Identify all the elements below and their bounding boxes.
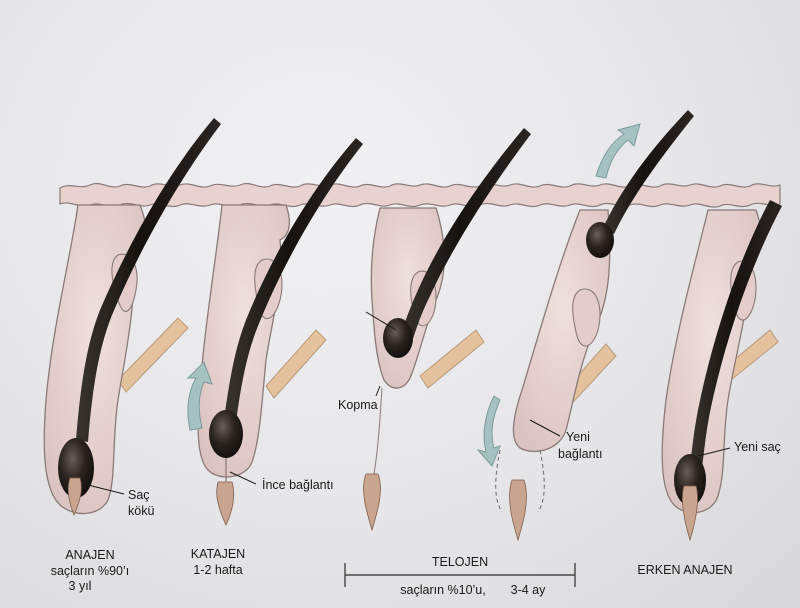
callout-yeni-baglanti-line1: Yeni xyxy=(566,430,590,444)
down-arrow-icon xyxy=(476,395,501,467)
callout-leader-lines xyxy=(83,311,731,495)
telojen-new-sheath xyxy=(512,209,611,453)
follicle-telojen-shed xyxy=(363,128,531,532)
telojen-strand xyxy=(373,387,383,475)
katajen-hair-shaft xyxy=(224,138,363,422)
telojen-new-gland xyxy=(572,288,601,347)
follicle-katajen xyxy=(186,138,363,526)
telojen-new-rising-hair xyxy=(602,110,694,234)
stage-erken-anajen-name: ERKEN ANAJEN xyxy=(637,563,733,577)
up-arrow-icon xyxy=(595,123,641,179)
erken-new-hair xyxy=(690,200,782,468)
callout-yeni-baglanti-line2: bağlantı xyxy=(558,447,603,461)
leader-yeni-sac xyxy=(697,447,731,457)
telojen-papilla xyxy=(363,473,381,532)
anajen-bulb xyxy=(58,438,94,498)
stage-telojen-line1: saçların %10’u, xyxy=(400,583,486,597)
anajen-papilla xyxy=(67,477,82,517)
telojen-club-bulb xyxy=(383,318,413,358)
telojen-new-papilla xyxy=(509,479,527,542)
telojen-muscle xyxy=(419,329,485,389)
leader-kopma-top xyxy=(365,311,397,331)
katajen-bulb xyxy=(209,410,243,458)
leader-kopma xyxy=(375,385,381,397)
anajen-muscle xyxy=(117,317,189,393)
callout-kopma: Kopma xyxy=(338,398,378,412)
stage-anajen-line1: saçların %90’ı xyxy=(50,564,130,578)
stage-katajen-line1: 1-2 hafta xyxy=(193,563,243,577)
stage-telojen-name: TELOJEN xyxy=(431,555,489,569)
leader-yeni-baglanti xyxy=(529,419,561,437)
anajen-hair-shaft xyxy=(76,118,221,442)
follicle-erken-anajen xyxy=(661,200,782,542)
leader-sac-koku xyxy=(83,483,125,495)
erken-papilla xyxy=(682,485,698,542)
telojen-new-dashed-outline xyxy=(495,449,545,513)
telojen-bracket xyxy=(344,563,576,587)
callout-yeni-sac: Yeni saç xyxy=(734,440,781,454)
follicle-anajen xyxy=(43,118,221,517)
callout-sac-koku-line2: kökü xyxy=(128,504,155,518)
stage-anajen-line2: 3 yıl xyxy=(68,579,92,593)
follicle-telojen-new xyxy=(476,110,694,542)
callout-ince-baglanti: İnce bağlantı xyxy=(262,478,334,492)
katajen-muscle xyxy=(265,329,327,399)
katajen-papilla xyxy=(216,481,234,526)
telojen-new-club-bulb xyxy=(586,222,614,258)
stage-katajen-name: KATAJEN xyxy=(190,547,246,561)
callout-sac-koku-line1: Saç xyxy=(128,488,150,502)
erken-bulb xyxy=(674,454,706,506)
stage-anajen-name: ANAJEN xyxy=(65,548,115,562)
katajen-up-arrow xyxy=(186,361,213,431)
telojen-hair-shaft xyxy=(400,128,531,342)
leader-ince-baglanti xyxy=(229,471,257,485)
epidermis-layer xyxy=(59,183,781,208)
stage-telojen-line2: 3-4 ay xyxy=(510,583,546,597)
